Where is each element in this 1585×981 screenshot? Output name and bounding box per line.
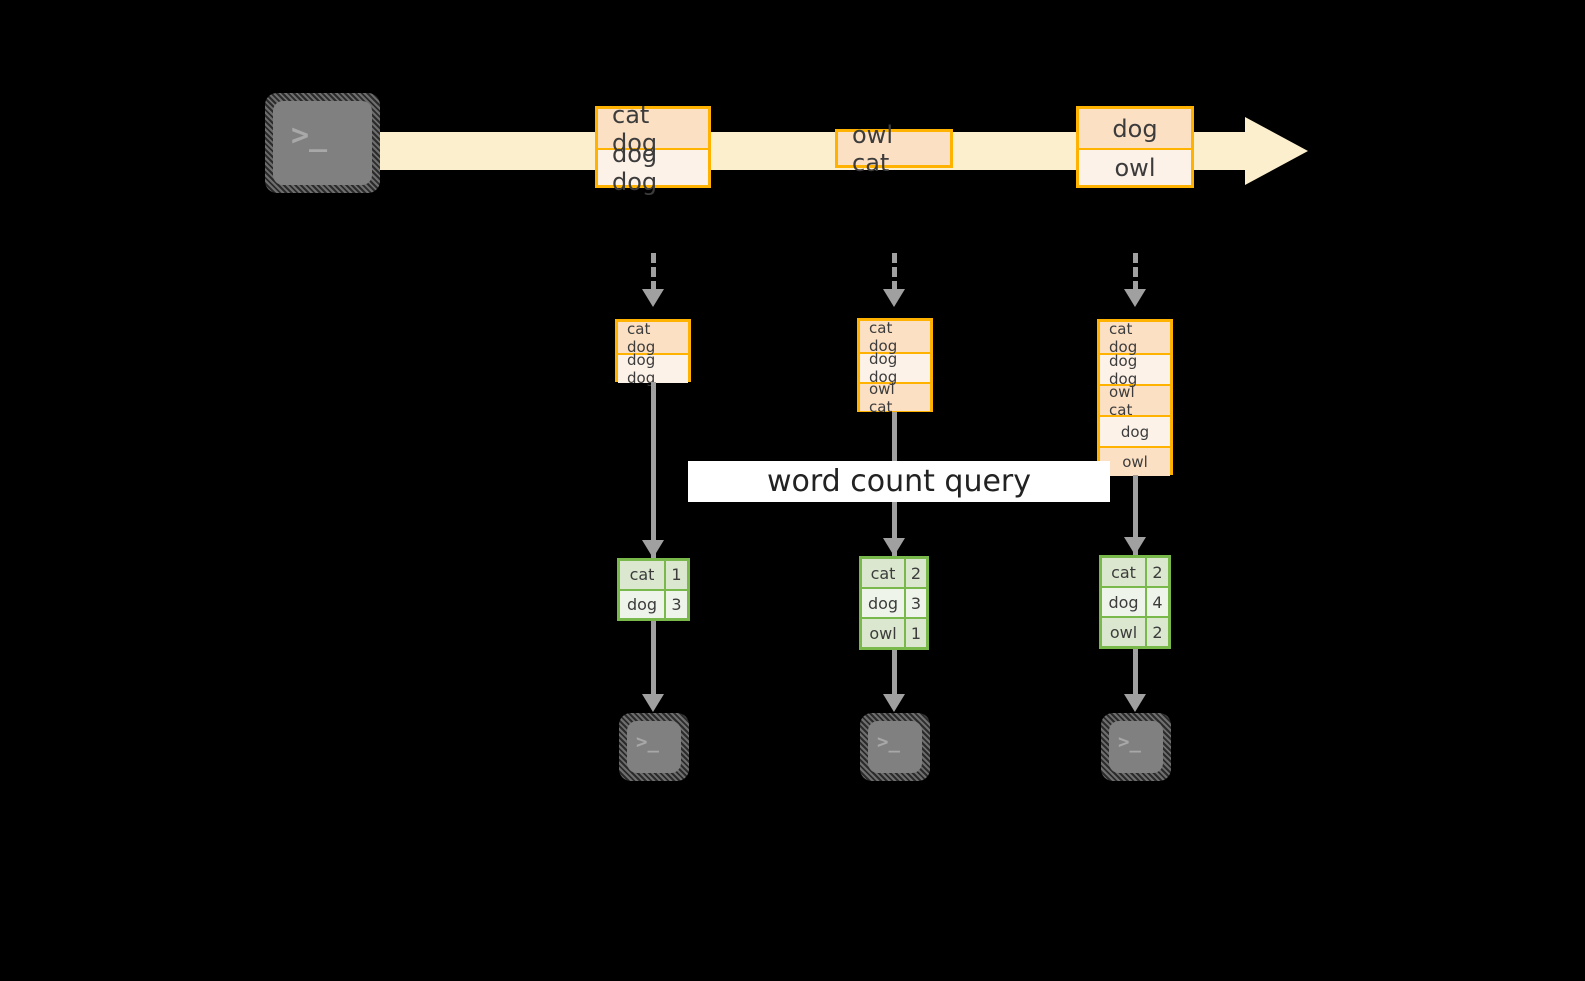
snapshot-line: dog [1100, 415, 1170, 446]
result-word: owl [1109, 622, 1138, 642]
result-word: dog [1108, 592, 1139, 612]
snapshot-line: dog dog [1100, 352, 1170, 388]
source-console-body: >_ [273, 101, 372, 185]
terminal-prompt-icon: >_ [291, 118, 328, 153]
stream-tap-arrowhead-2 [883, 289, 905, 307]
stream-record-line: dog [1079, 109, 1191, 148]
table-row: owl 1 [862, 617, 926, 647]
sink-arrowhead-2 [883, 694, 905, 712]
query-connector-1 [651, 382, 656, 558]
query-connector-3 [1133, 475, 1138, 555]
snapshot-line: cat dog [1100, 320, 1170, 356]
result-word: cat [1111, 562, 1136, 582]
result-count: 2 [1145, 558, 1168, 586]
query-arrowhead-2 [883, 538, 905, 556]
result-table-3[interactable]: cat 2 dog 4 owl 2 [1099, 555, 1171, 649]
result-count: 3 [904, 589, 926, 617]
snapshot-line: cat dog [618, 320, 688, 356]
query-arrowhead-1 [642, 540, 664, 558]
sink-console-body: >_ [627, 721, 681, 773]
sink-console-3[interactable]: >_ [1101, 713, 1171, 781]
table-row: dog 3 [862, 587, 926, 617]
stream-record-1[interactable]: cat dog dog dog [595, 101, 711, 196]
result-word: cat [629, 565, 655, 585]
sink-connector-1 [651, 621, 656, 704]
stream-record-line: owl cat [838, 121, 950, 177]
result-count: 2 [1145, 618, 1168, 646]
sink-console-body: >_ [1109, 721, 1163, 773]
result-count: 1 [664, 561, 687, 589]
table-row: cat 2 [1102, 558, 1168, 586]
result-table-2[interactable]: cat 2 dog 3 owl 1 [859, 556, 929, 650]
snapshot-line: dog dog [860, 350, 930, 386]
terminal-prompt-icon: >_ [877, 731, 900, 753]
table-row: dog 3 [620, 588, 687, 618]
sink-arrowhead-1 [642, 694, 664, 712]
table-row: dog 4 [1102, 586, 1168, 616]
terminal-prompt-icon: >_ [636, 731, 659, 753]
stream-tap-connector-3 [1133, 253, 1138, 291]
result-word: dog [867, 593, 899, 613]
sink-console-1[interactable]: >_ [619, 713, 689, 781]
snapshot-3[interactable]: cat dog dog dog owl cat dog owl [1097, 319, 1173, 476]
query-label-text: word count query [766, 464, 1032, 499]
snapshot-line: owl cat [860, 380, 930, 416]
sink-console-2[interactable]: >_ [860, 713, 930, 781]
stream-record-2[interactable]: owl cat [835, 121, 953, 177]
snapshot-2[interactable]: cat dog dog dog owl cat [857, 318, 933, 416]
result-count: 3 [664, 590, 687, 618]
terminal-prompt-icon: >_ [1118, 731, 1141, 753]
stream-record-line: dog dog [598, 140, 708, 196]
source-console[interactable]: >_ [265, 93, 380, 193]
stream-tap-arrowhead-3 [1124, 289, 1146, 307]
result-table-1[interactable]: cat 1 dog 3 [617, 558, 690, 621]
result-word: dog [626, 594, 658, 614]
sink-connector-2 [892, 650, 897, 704]
table-row: cat 1 [620, 561, 687, 589]
sink-connector-3 [1133, 649, 1138, 704]
result-word: cat [870, 563, 896, 583]
snapshot-line: dog dog [618, 351, 688, 387]
result-count: 1 [904, 619, 926, 647]
stream-record-3[interactable]: dog owl [1076, 106, 1194, 188]
snapshot-line: owl cat [1100, 383, 1170, 419]
stream-tap-arrowhead-1 [642, 289, 664, 307]
result-word: owl [869, 623, 897, 643]
table-row: cat 2 [862, 559, 926, 587]
stream-record-line: owl [1079, 148, 1191, 185]
result-count: 2 [904, 559, 926, 587]
query-label-band: word count query [688, 461, 1110, 502]
sink-console-body: >_ [868, 721, 922, 773]
table-row: owl 2 [1102, 616, 1168, 646]
stream-tap-connector-1 [651, 253, 656, 291]
snapshot-line: owl [1100, 446, 1170, 476]
result-count: 4 [1145, 588, 1168, 616]
query-arrowhead-3 [1124, 537, 1146, 555]
snapshot-line: cat dog [860, 319, 930, 355]
stream-arrow-head [1245, 117, 1308, 185]
stream-tap-connector-2 [892, 253, 897, 291]
sink-arrowhead-3 [1124, 694, 1146, 712]
snapshot-1[interactable]: cat dog dog dog [615, 319, 691, 387]
